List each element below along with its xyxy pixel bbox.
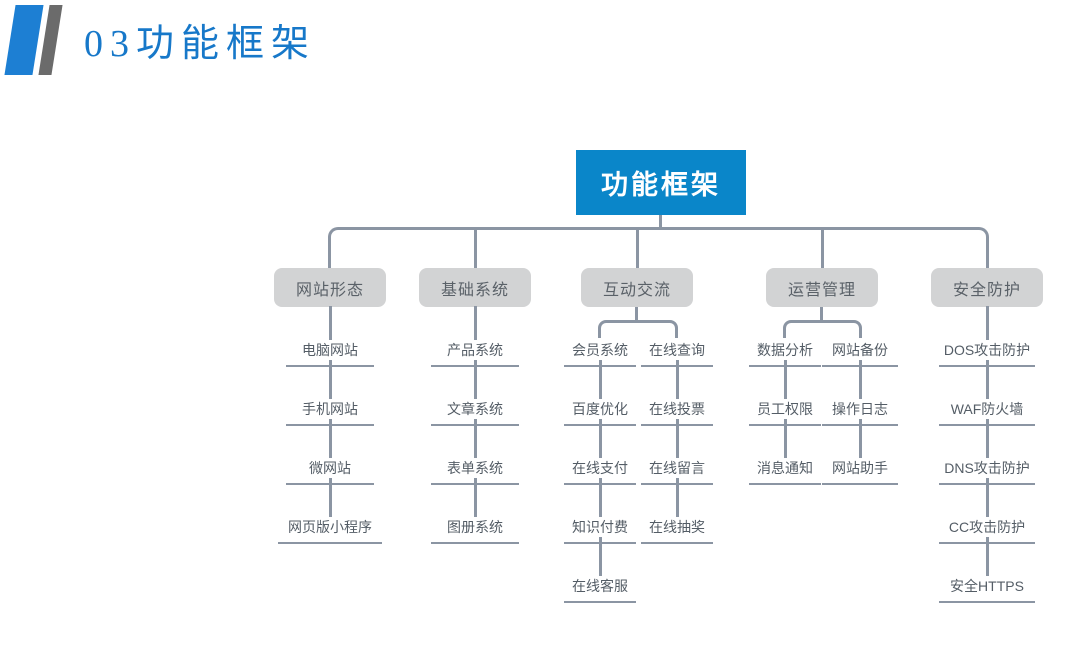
leaf-node: 知识付费 — [565, 517, 635, 537]
root-node: 功能框架 — [576, 150, 746, 215]
leaf-underline — [641, 424, 713, 426]
leaf-underline — [564, 601, 636, 603]
leaf-node: 在线查询 — [642, 340, 712, 360]
leaf-node: 产品系统 — [440, 340, 510, 360]
leaf-node: 数据分析 — [750, 340, 820, 360]
leaf-underline — [939, 601, 1035, 603]
branch-box-website-forms: 网站形态 — [274, 268, 386, 307]
leaf-node: 员工权限 — [750, 399, 820, 419]
leaf-underline — [564, 424, 636, 426]
leaf-column-operations-right: 网站备份 操作日志 网站助手 — [820, 306, 900, 485]
page-title: 03功能框架 — [84, 23, 317, 65]
leaf-node: CC攻击防护 — [941, 517, 1033, 537]
leaf-node: 在线支付 — [565, 458, 635, 478]
connector-drop — [821, 228, 824, 268]
bracket-connector — [598, 320, 678, 338]
leaf-node: 手机网站 — [295, 399, 365, 419]
bracket-stub — [820, 307, 823, 322]
leaf-column-operations-left: 数据分析 员工权限 消息通知 — [745, 306, 825, 485]
leaf-underline — [939, 424, 1035, 426]
leaf-underline — [564, 365, 636, 367]
leaf-node: 电脑网站 — [295, 340, 365, 360]
leaf-node: 在线投票 — [642, 399, 712, 419]
root-connector-stub — [659, 215, 662, 228]
leaf-node: 安全HTTPS — [943, 576, 1031, 596]
leaf-node: 文章系统 — [440, 399, 510, 419]
leaf-underline — [278, 542, 382, 544]
leaf-column-basic-systems: 产品系统 文章系统 表单系统 图册系统 — [410, 306, 540, 544]
leaf-node: 百度优化 — [565, 399, 635, 419]
connector-bus — [328, 227, 989, 268]
leaf-node: 图册系统 — [440, 517, 510, 537]
leaf-underline — [939, 542, 1035, 544]
leaf-underline — [641, 365, 713, 367]
branch-box-basic-systems: 基础系统 — [419, 268, 531, 307]
leaf-column-website-forms: 电脑网站 手机网站 微网站 网页版小程序 — [265, 306, 395, 544]
leaf-underline — [749, 365, 821, 367]
leaf-node: WAF防火墙 — [943, 399, 1031, 419]
leaf-node: DNS攻击防护 — [937, 458, 1037, 478]
leaf-underline — [641, 542, 713, 544]
leaf-node: 网站助手 — [825, 458, 895, 478]
leaf-underline — [822, 424, 898, 426]
bracket-stub — [635, 307, 638, 322]
column-spine — [675, 342, 679, 523]
branch-box-interaction: 互动交流 — [581, 268, 693, 307]
leaf-underline — [641, 483, 713, 485]
leaf-underline — [564, 542, 636, 544]
leaf-underline — [939, 483, 1035, 485]
leaf-node: DOS攻击防护 — [936, 340, 1038, 360]
branch-box-security: 安全防护 — [931, 268, 1043, 307]
leaf-underline — [431, 483, 519, 485]
column-spine — [985, 306, 989, 580]
leaf-column-interaction-left: 会员系统 百度优化 在线支付 知识付费 在线客服 — [560, 306, 640, 603]
leaf-underline — [431, 424, 519, 426]
leaf-underline — [822, 483, 898, 485]
leaf-column-interaction-right: 在线查询 在线投票 在线留言 在线抽奖 — [637, 306, 717, 544]
leaf-node: 网站备份 — [825, 340, 895, 360]
leaf-node: 在线客服 — [565, 576, 635, 596]
bracket-connector — [783, 320, 862, 338]
leaf-underline — [286, 483, 374, 485]
leaf-node: 会员系统 — [565, 340, 635, 360]
leaf-node: 在线抽奖 — [642, 517, 712, 537]
leaf-node: 网页版小程序 — [281, 517, 379, 537]
leaf-column-security: DOS攻击防护 WAF防火墙 DNS攻击防护 CC攻击防护 安全HTTPS — [922, 306, 1052, 603]
leaf-node: 微网站 — [302, 458, 358, 478]
leaf-underline — [286, 424, 374, 426]
leaf-underline — [822, 365, 898, 367]
leaf-underline — [431, 542, 519, 544]
leaf-node: 操作日志 — [825, 399, 895, 419]
leaf-node: 在线留言 — [642, 458, 712, 478]
leaf-underline — [286, 365, 374, 367]
leaf-underline — [939, 365, 1035, 367]
connector-drop — [636, 228, 639, 268]
leaf-underline — [564, 483, 636, 485]
leaf-underline — [749, 424, 821, 426]
leaf-node: 消息通知 — [750, 458, 820, 478]
branch-box-operations: 运营管理 — [766, 268, 878, 307]
connector-drop — [474, 228, 477, 268]
leaf-node: 表单系统 — [440, 458, 510, 478]
leaf-underline — [431, 365, 519, 367]
leaf-underline — [749, 483, 821, 485]
